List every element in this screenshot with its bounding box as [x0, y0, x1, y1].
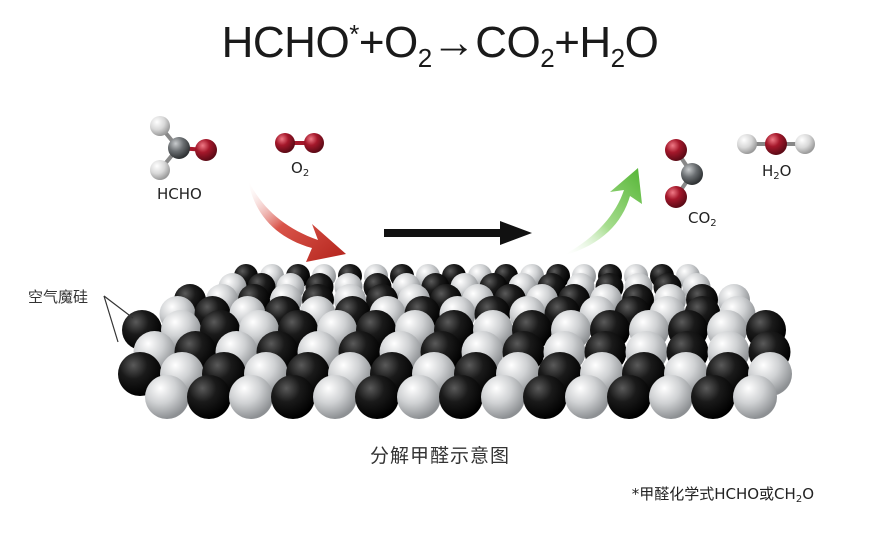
formula-footnote: *甲醛化学式HCHO或CH2O — [632, 483, 814, 505]
carbon-atom — [681, 163, 703, 185]
h2o-label-h: H — [762, 162, 774, 180]
eq-oxygen: O — [384, 18, 418, 67]
h2o-label-sub: 2 — [773, 171, 780, 182]
eq-hcho: HCHO — [221, 18, 350, 67]
eq-o: O — [624, 18, 659, 67]
oxygen-atom — [304, 133, 324, 153]
hydrogen-atom — [737, 134, 757, 154]
o2-label: O2 — [291, 159, 309, 179]
oxygen-atom — [765, 133, 787, 155]
o2-label-sub: 2 — [302, 168, 310, 179]
eq-sub: 2 — [540, 43, 555, 73]
catalyst-pointer-lines — [103, 295, 134, 343]
light-sphere — [229, 375, 273, 419]
eq-star: * — [349, 19, 359, 49]
dark-sphere — [271, 375, 315, 419]
hydrogen-atom — [150, 116, 170, 136]
co2-molecule — [665, 139, 703, 208]
h2o-molecule — [737, 133, 815, 155]
light-sphere — [649, 375, 693, 419]
light-sphere — [481, 375, 525, 419]
footnote-prefix: *甲醛化学式HCHO或CH — [631, 485, 796, 503]
light-sphere — [565, 375, 609, 419]
desorption-arrow — [562, 168, 642, 256]
dark-sphere — [439, 375, 483, 419]
hydrogen-atom — [795, 134, 815, 154]
h2o-label: H2O — [762, 162, 791, 182]
reaction-arrow — [384, 221, 532, 245]
reaction-equation: HCHO*+O2→CO2+H2O — [0, 18, 880, 71]
eq-arrow: → — [431, 18, 476, 67]
dark-sphere — [691, 375, 735, 419]
oxygen-atom — [195, 139, 217, 161]
oxygen-atom — [665, 186, 687, 208]
adsorption-arrow — [248, 180, 346, 262]
dark-sphere — [607, 375, 651, 419]
carbon-atom — [168, 137, 190, 159]
oxygen-atom — [275, 133, 295, 153]
eq-sub: 2 — [610, 43, 625, 73]
hcho-molecule — [150, 116, 217, 180]
dark-sphere — [187, 375, 231, 419]
eq-h: H — [579, 18, 611, 67]
catalyst-label: 空气魔硅 — [28, 288, 89, 306]
o2-molecule — [275, 133, 324, 153]
hydrogen-atom — [150, 160, 170, 180]
light-sphere — [145, 375, 189, 419]
diagram-caption: 分解甲醛示意图 — [369, 445, 510, 467]
dark-sphere — [523, 375, 567, 419]
catalyst-lattice — [118, 264, 792, 419]
o2-label-main: O — [291, 159, 303, 177]
eq-co: CO — [475, 18, 541, 67]
footnote-sub: 2 — [795, 494, 803, 505]
h2o-label-o: O — [779, 162, 792, 180]
co2-label-main: CO — [688, 209, 711, 227]
light-sphere — [733, 375, 777, 419]
oxygen-atom — [665, 139, 687, 161]
footnote-suffix: O — [802, 485, 814, 503]
co2-label: CO2 — [688, 209, 717, 229]
eq-sub: 2 — [417, 43, 432, 73]
dark-sphere — [355, 375, 399, 419]
eq-plus: + — [358, 18, 385, 67]
eq-plus: + — [554, 18, 580, 67]
co2-label-sub: 2 — [710, 218, 717, 229]
light-sphere — [397, 375, 441, 419]
light-sphere — [313, 375, 357, 419]
hcho-label: HCHO — [157, 185, 202, 203]
